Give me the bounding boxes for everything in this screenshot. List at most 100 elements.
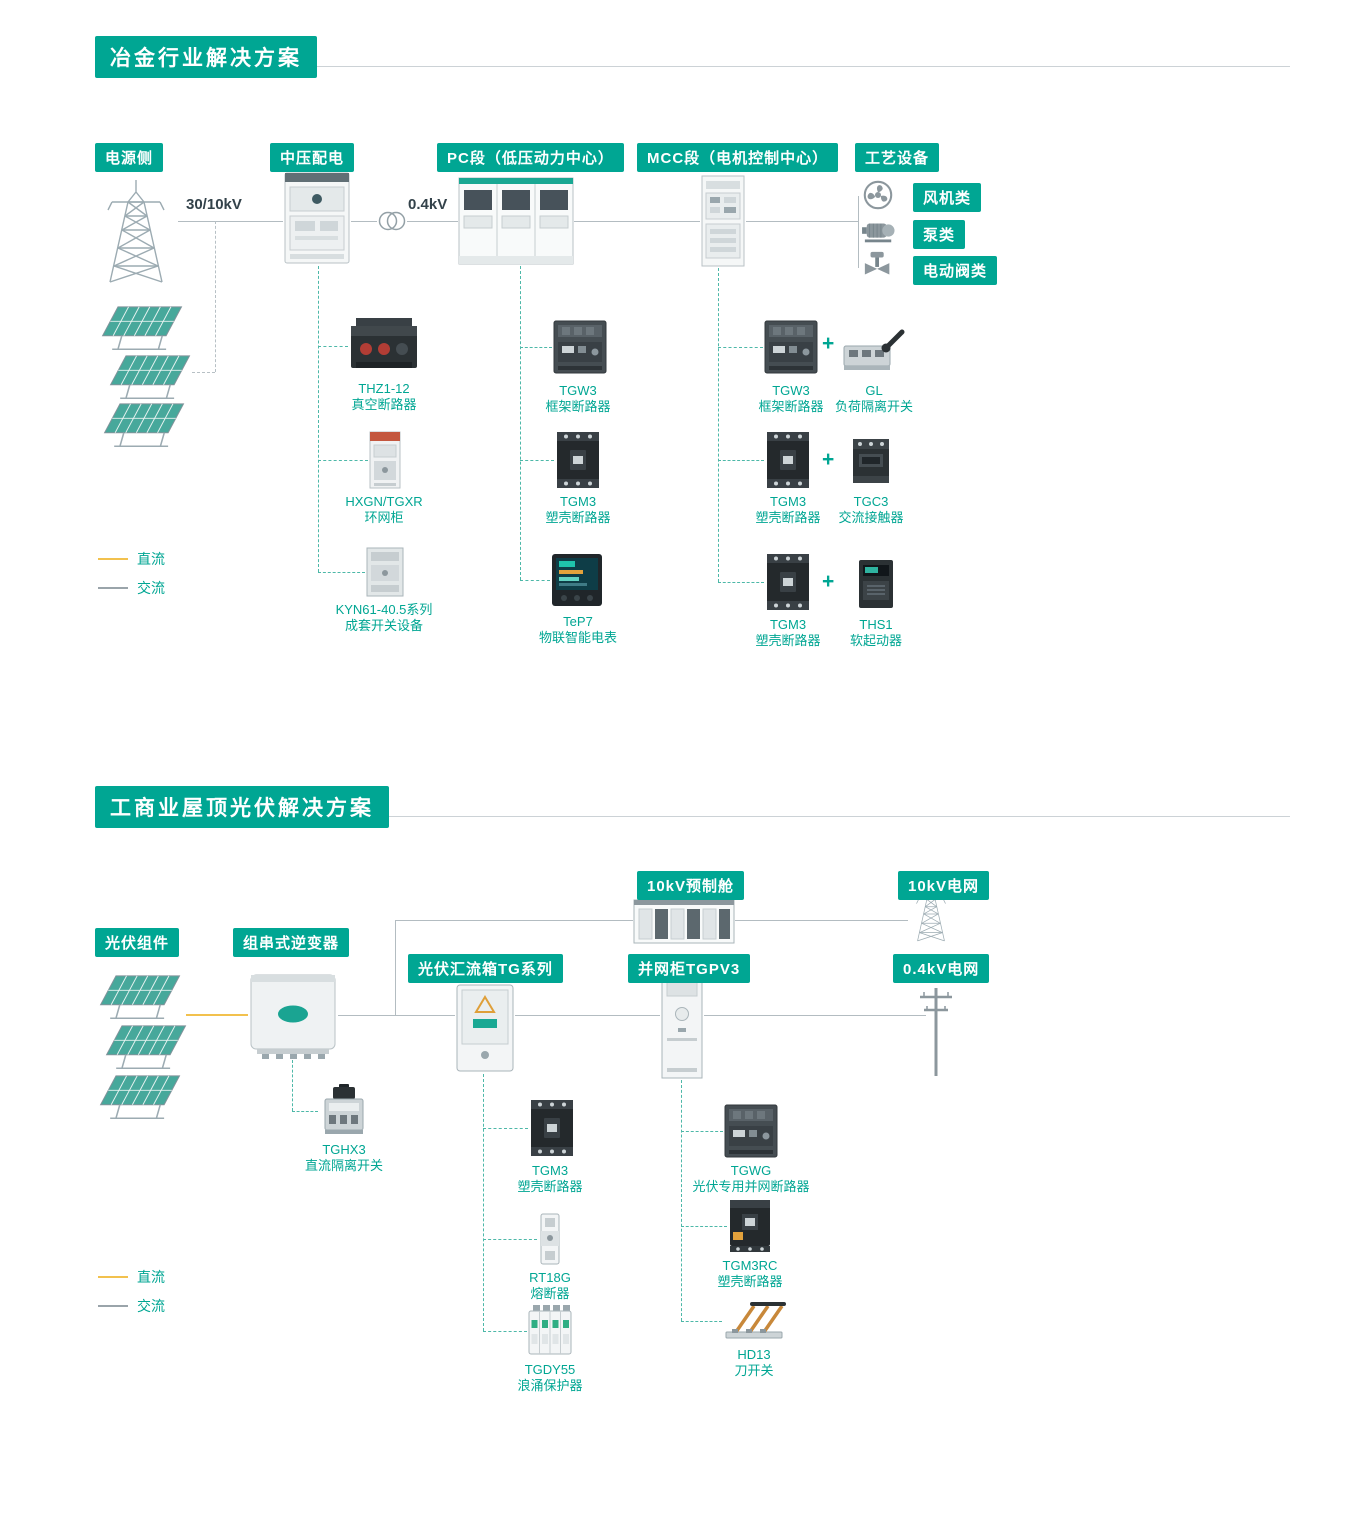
mcc-pair-1-left-label: TGW3 框架断路器 xyxy=(731,383,851,415)
grid-product-1-label: TGWG 光伏专用并网断路器 xyxy=(671,1163,831,1195)
ac-connector-riser xyxy=(395,920,396,1015)
product-model: TGC3 xyxy=(853,494,889,509)
product-model: TeP7 xyxy=(563,614,593,629)
frame-breaker-image xyxy=(763,318,819,376)
pc-switchboard-image xyxy=(458,176,574,266)
mcc-pair-2-right-label: TGC3 交流接触器 xyxy=(811,494,931,526)
mccb-image xyxy=(554,430,602,490)
fan-icon xyxy=(861,178,895,212)
plus-sign: + xyxy=(822,570,835,593)
mcc-product-stub xyxy=(718,347,763,348)
inverter-product-stub xyxy=(292,1111,318,1112)
grid-cabinet-image xyxy=(660,972,704,1080)
combiner-product-stub xyxy=(483,1331,527,1332)
grid-product-stub xyxy=(681,1131,723,1132)
switchgear-set-image xyxy=(365,546,405,598)
dc-connector-panels-to-inverter xyxy=(186,1014,248,1016)
combiner-product-stub xyxy=(483,1128,528,1129)
inverter-product-label: TGHX3 直流隔离开关 xyxy=(284,1142,404,1174)
legend-ac-label: 交流 xyxy=(137,580,165,596)
mv-product-stub xyxy=(318,346,348,347)
mccb-image xyxy=(764,552,812,612)
mcc-pair-3-left-label: TGM3 塑壳断路器 xyxy=(728,617,848,649)
legend-dc-label: 直流 xyxy=(137,1269,165,1285)
product-name: 成套开关设备 xyxy=(344,618,423,633)
product-model: HXGN/TGXR xyxy=(345,494,423,509)
stage-badge-grid-cabinet: 并网柜TGPV3 xyxy=(628,954,751,983)
connector-tower-to-mv xyxy=(178,221,283,222)
product-name: 熔断器 xyxy=(530,1286,570,1301)
mv-switchgear-image xyxy=(283,170,351,266)
section2-rule xyxy=(95,816,1290,817)
product-model: TGHX3 xyxy=(322,1142,366,1157)
legend-ac-label: 交流 xyxy=(137,1298,165,1314)
product-name: 环网柜 xyxy=(364,510,404,525)
legend-dc: 直流 xyxy=(98,549,165,569)
product-name: 塑壳断路器 xyxy=(545,510,611,525)
transformer-icon xyxy=(377,209,407,233)
stage-badge-grid-10kv: 10kV电网 xyxy=(898,871,990,900)
combiner-product-1-label: TGM3 塑壳断路器 xyxy=(490,1163,610,1195)
process-badge-fan: 风机类 xyxy=(913,183,982,212)
inverter-product-dashed-v xyxy=(292,1060,293,1111)
legend-dc-label: 直流 xyxy=(137,551,165,567)
product-model: TGM3RC xyxy=(722,1258,778,1273)
mcc-product-stub xyxy=(718,460,764,461)
product-model: RT18G xyxy=(529,1270,571,1285)
smart-meter-image xyxy=(550,552,604,608)
product-model: TGWG xyxy=(730,1163,772,1178)
process-badge-valve: 电动阀类 xyxy=(913,256,998,285)
pc-product-stub xyxy=(520,460,554,461)
product-model: GL xyxy=(865,383,883,398)
pv-branch-dashed-h xyxy=(192,372,215,373)
solar-panel-icon xyxy=(108,352,194,404)
grid-products-dashed-v xyxy=(681,1080,682,1321)
mcc-pair-2-left-label: TGM3 塑壳断路器 xyxy=(728,494,848,526)
product-model: TGM3 xyxy=(769,617,807,632)
product-model: TGM3 xyxy=(769,494,807,509)
combiner-product-stub xyxy=(483,1239,537,1240)
pv-branch-dashed-v xyxy=(215,221,216,372)
solar-panel-icon xyxy=(102,400,188,452)
prefab-cabin-image xyxy=(633,896,735,946)
connector-mcc-to-process xyxy=(746,221,858,222)
product-name: 交流接触器 xyxy=(838,510,904,525)
product-name: 负荷隔离开关 xyxy=(834,399,913,414)
ac-connector-cabinet-to-pole xyxy=(704,1015,926,1016)
ac-connector-combiner-to-cabinet xyxy=(515,1015,660,1016)
grid-product-stub xyxy=(681,1321,722,1322)
legend-ac: 交流 xyxy=(98,578,165,598)
surge-protector-image xyxy=(527,1304,573,1358)
dc-line-sample xyxy=(98,1276,128,1278)
mcc-products-dashed-v xyxy=(718,268,719,582)
product-name: 刀开关 xyxy=(734,1363,774,1378)
product-name: 软起动器 xyxy=(849,633,902,648)
stage-badge-mcc-section: MCC段（电机控制中心） xyxy=(637,143,839,172)
string-inverter-image xyxy=(248,972,338,1060)
grid-product-3-label: HD13 刀开关 xyxy=(694,1347,814,1379)
product-name: 框架断路器 xyxy=(545,399,611,414)
product-name: 框架断路器 xyxy=(758,399,824,414)
product-model: TGW3 xyxy=(772,383,810,398)
ac-line-sample xyxy=(98,1305,128,1307)
combiner-products-dashed-v xyxy=(483,1074,484,1331)
solar-panel-icon xyxy=(100,303,186,355)
pc-product-3-label: TeP7 物联智能电表 xyxy=(518,614,638,646)
mv-products-dashed-v xyxy=(318,266,319,572)
product-name: 物联智能电表 xyxy=(538,630,617,645)
product-model: THS1 xyxy=(859,617,893,632)
contactor-image xyxy=(850,436,892,486)
load-isolator-image xyxy=(842,324,906,374)
mv-product-stub xyxy=(318,460,368,461)
knife-switch-image xyxy=(722,1296,786,1342)
valve-icon xyxy=(862,250,896,282)
stage-badge-process-equipment: 工艺设备 xyxy=(855,143,940,172)
vacuum-breaker-image xyxy=(348,316,420,376)
ac-connector-inverter-to-combiner xyxy=(338,1015,455,1016)
product-name: 塑壳断路器 xyxy=(717,1274,783,1289)
mccb-image xyxy=(528,1098,576,1158)
solar-panel-icon xyxy=(98,1072,184,1124)
soft-starter-image xyxy=(856,558,896,610)
product-name: 光伏专用并网断路器 xyxy=(692,1179,810,1194)
